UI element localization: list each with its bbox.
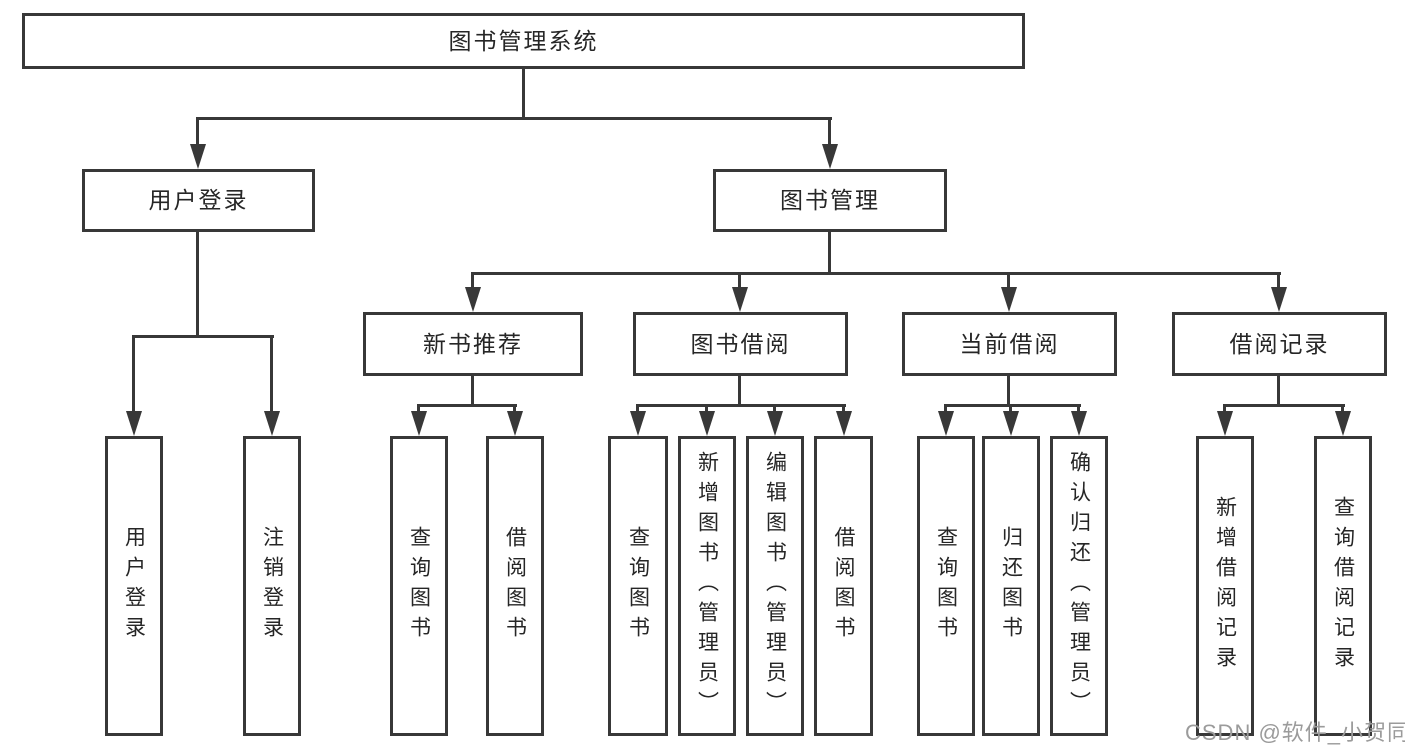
leaf-current-return-label: 归还图书	[999, 526, 1023, 646]
connector-vline	[471, 272, 474, 290]
node-root: 图书管理系统	[22, 13, 1025, 69]
connector-vline	[705, 404, 708, 415]
leaf-borrow-edit-admin-label: 编辑图书（管理员）	[763, 451, 787, 721]
connector-vline	[1007, 374, 1010, 407]
leaf-current-query: 查询图书	[917, 436, 975, 736]
arrowhead-down-icon	[264, 411, 280, 436]
leaf-user-login: 用户登录	[105, 436, 163, 736]
arrowhead-down-icon	[465, 287, 481, 312]
node-book-management-label: 图书管理	[780, 187, 880, 213]
connector-vline	[132, 335, 135, 414]
arrowhead-down-icon	[507, 411, 523, 436]
leaf-newbook-borrow: 借阅图书	[486, 436, 544, 736]
connector-hline	[417, 404, 517, 407]
leaf-newbook-query-label: 查询图书	[407, 526, 431, 646]
arrowhead-down-icon	[938, 411, 954, 436]
node-borrow-record: 借阅记录	[1172, 312, 1387, 376]
connector-vline	[773, 404, 776, 415]
arrowhead-down-icon	[1001, 287, 1017, 312]
arrowhead-down-icon	[190, 144, 206, 169]
arrowhead-down-icon	[1071, 411, 1087, 436]
connector-vline	[471, 374, 474, 407]
connector-hline	[944, 404, 1081, 407]
arrowhead-down-icon	[630, 411, 646, 436]
arrowhead-down-icon	[822, 144, 838, 169]
connector-vline	[196, 232, 199, 338]
leaf-logout: 注销登录	[243, 436, 301, 736]
node-new-book-recommend: 新书推荐	[363, 312, 583, 376]
node-user-login: 用户登录	[82, 169, 315, 232]
leaf-borrow-query: 查询图书	[608, 436, 668, 736]
connector-hline	[196, 117, 832, 120]
connector-vline	[636, 404, 639, 415]
node-user-login-label: 用户登录	[148, 187, 249, 213]
csdn-watermark: CSDN @软件_小贺同学	[1185, 720, 1405, 745]
connector-vline	[738, 374, 741, 407]
leaf-record-add: 新增借阅记录	[1196, 436, 1254, 736]
connector-hline	[132, 335, 274, 338]
arrowhead-down-icon	[1335, 411, 1351, 436]
leaf-borrow-query-label: 查询图书	[626, 526, 650, 646]
leaf-current-confirm-admin: 确认归还（管理员）	[1050, 436, 1108, 736]
connector-vline	[1277, 374, 1280, 407]
arrowhead-down-icon	[411, 411, 427, 436]
arrowhead-down-icon	[836, 411, 852, 436]
connector-vline	[828, 232, 831, 275]
arrowhead-down-icon	[1271, 287, 1287, 312]
leaf-record-query-label: 查询借阅记录	[1331, 496, 1355, 676]
arrowhead-down-icon	[699, 411, 715, 436]
arrowhead-down-icon	[732, 287, 748, 312]
leaf-borrow-add-admin: 新增图书（管理员）	[678, 436, 736, 736]
connector-vline	[944, 404, 947, 415]
leaf-logout-label: 注销登录	[260, 526, 284, 646]
connector-vline	[828, 117, 831, 147]
arrowhead-down-icon	[767, 411, 783, 436]
leaf-record-add-label: 新增借阅记录	[1213, 496, 1237, 676]
node-book-management: 图书管理	[713, 169, 947, 232]
connector-vline	[1077, 404, 1080, 415]
leaf-borrow-edit-admin: 编辑图书（管理员）	[746, 436, 804, 736]
node-borrow-record-label: 借阅记录	[1229, 330, 1330, 357]
connector-hline	[1223, 404, 1345, 407]
connector-hline	[471, 272, 1281, 275]
leaf-record-query: 查询借阅记录	[1314, 436, 1372, 736]
arrowhead-down-icon	[126, 411, 142, 436]
leaf-borrow-add-admin-label: 新增图书（管理员）	[695, 451, 719, 721]
leaf-current-query-label: 查询图书	[934, 526, 958, 646]
arrowhead-down-icon	[1217, 411, 1233, 436]
connector-vline	[196, 117, 199, 147]
node-new-book-recommend-label: 新书推荐	[423, 330, 523, 357]
connector-vline	[417, 404, 420, 415]
node-current-borrow-label: 当前借阅	[959, 330, 1060, 357]
node-current-borrow: 当前借阅	[902, 312, 1117, 376]
connector-vline	[513, 404, 516, 415]
node-book-borrow-label: 图书借阅	[690, 330, 791, 357]
connector-vline	[1341, 404, 1344, 415]
connector-vline	[738, 272, 741, 290]
connector-vline	[1007, 272, 1010, 290]
leaf-borrow-borrow-label: 借阅图书	[832, 526, 855, 646]
arrowhead-down-icon	[1003, 411, 1019, 436]
leaf-newbook-query: 查询图书	[390, 436, 448, 736]
connector-vline	[270, 335, 273, 414]
node-book-borrow: 图书借阅	[633, 312, 848, 376]
leaf-current-confirm-admin-label: 确认归还（管理员）	[1067, 451, 1091, 721]
connector-vline	[522, 69, 525, 117]
connector-vline	[1277, 272, 1280, 290]
node-root-label: 图书管理系统	[448, 27, 599, 54]
connector-vline	[842, 404, 845, 415]
connector-vline	[1009, 404, 1012, 415]
leaf-current-return: 归还图书	[982, 436, 1040, 736]
connector-vline	[1223, 404, 1226, 415]
leaf-borrow-borrow: 借阅图书	[814, 436, 873, 736]
leaf-newbook-borrow-label: 借阅图书	[503, 526, 527, 646]
connector-hline	[636, 404, 846, 407]
leaf-user-login-label: 用户登录	[122, 526, 146, 646]
